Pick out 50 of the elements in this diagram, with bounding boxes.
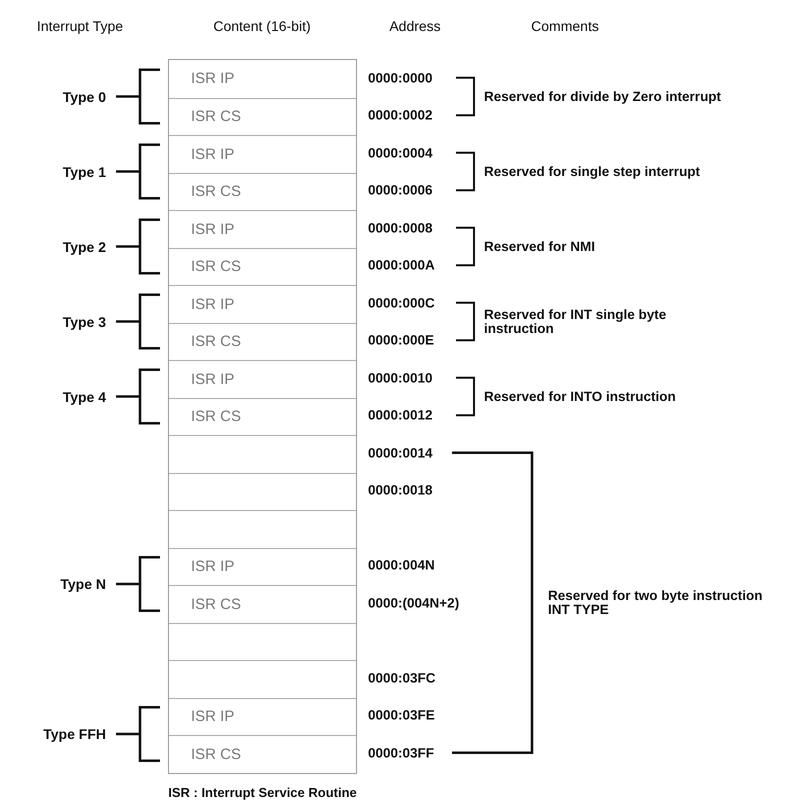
column-header: Comments [531, 18, 599, 34]
cell-text: ISR IP [191, 220, 234, 238]
column-header: Interrupt Type [36, 18, 124, 34]
interrupt-type-label: Type 2 [62, 238, 106, 254]
comment-text: Reserved for INT single byte instruction [484, 307, 668, 336]
address-label: 0000:0004 [368, 145, 433, 160]
memory-table [168, 59, 357, 774]
address-label: 0000:000E [368, 332, 434, 348]
cell-text: ISR IP [191, 70, 234, 88]
address-label: 0000:(004N+2) [368, 595, 460, 610]
address-label: 0000:000C [368, 295, 435, 310]
cell-text: ISR IP [191, 370, 234, 388]
interrupt-type-label: Type 3 [62, 314, 106, 330]
cell-text: ISR IP [191, 146, 234, 163]
comment-text: Reserved for INTO instruction [484, 389, 677, 404]
cell-text: ISR CS [191, 108, 242, 126]
address-label: 0000:0012 [368, 408, 433, 423]
address-label: 0000:03FF [368, 745, 434, 760]
cell-text: ISR CS [191, 333, 242, 350]
cell-text: ISR IP [191, 708, 234, 726]
interrupt-type-label: Type N [60, 576, 106, 592]
address-label: 0000:03FE [368, 708, 435, 723]
column-header: Content (16-bit) [213, 18, 311, 34]
cell-text: ISR CS [191, 408, 242, 426]
address-label: 0000:0018 [368, 482, 433, 498]
cell-text: ISR IP [191, 558, 234, 576]
address-label: 0000:0006 [368, 182, 433, 198]
address-label: 0000:004N [368, 558, 435, 573]
address-label: 0000:03FC [368, 670, 436, 686]
caption: ISR : Interrupt Service Routine [168, 785, 357, 800]
address-label: 0000:0014 [368, 445, 433, 460]
interrupt-type-label: Type FFH [43, 726, 106, 742]
address-label: 0000:0002 [368, 108, 433, 123]
cell-text: ISR CS [191, 183, 242, 200]
interrupt-type-label: Type 0 [62, 88, 106, 104]
cell-text: ISR CS [191, 258, 242, 276]
address-label: 0000:0010 [368, 370, 433, 386]
cell-text: ISR IP [191, 296, 234, 313]
comment-text: Reserved for single step interrupt [484, 164, 702, 179]
interrupt-type-label: Type 4 [62, 388, 106, 404]
comment-text: Reserved for NMI [484, 239, 596, 254]
interrupt-type-label: Type 1 [62, 164, 106, 180]
address-label: 0000:0000 [368, 70, 433, 86]
column-header: Address [389, 18, 441, 34]
address-label: 0000:000A [368, 258, 435, 273]
comment-text: Reserved for two byte instruction INT TYPE [548, 588, 764, 617]
address-label: 0000:0008 [368, 220, 433, 236]
cell-text: ISR CS [191, 746, 242, 763]
cell-text: ISR CS [191, 596, 242, 613]
comment-text: Reserved for divide by Zero interrupt [484, 89, 722, 104]
